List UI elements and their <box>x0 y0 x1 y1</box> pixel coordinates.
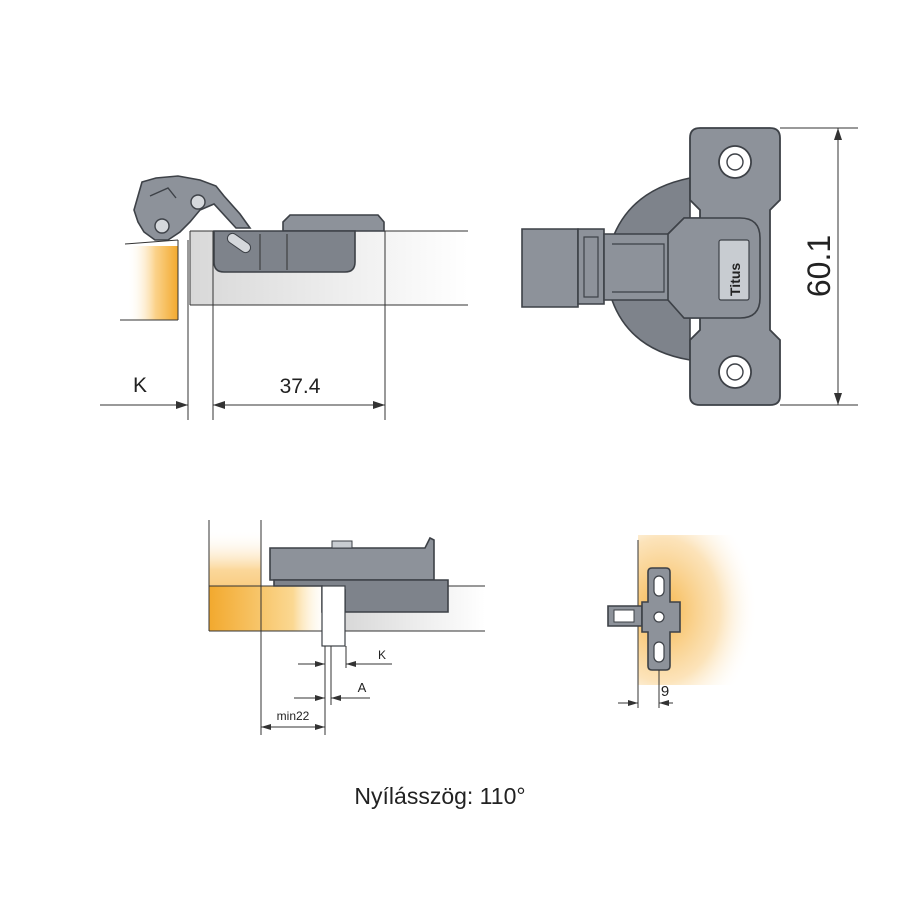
front-view: Titus 60.1 <box>521 127 858 406</box>
cabinet-side-panel <box>128 246 178 320</box>
section-min-label: min22 <box>277 709 310 723</box>
plate-offset-label: 9 <box>661 683 669 700</box>
hinge-plate <box>282 214 385 232</box>
section-a-label: A <box>358 680 367 695</box>
section-view: K A min22 <box>208 520 485 735</box>
brand-label: Titus <box>727 263 743 296</box>
dimension-height-label: 60.1 <box>801 235 837 297</box>
section-hinge-arm <box>269 536 435 581</box>
door-wood <box>209 586 329 631</box>
dimension-k-label: K <box>133 374 147 397</box>
brand-badge <box>718 239 750 301</box>
opening-angle-caption: Nyílásszög: 110° <box>354 783 525 809</box>
section-k-label: K <box>378 648 386 662</box>
hinge-arm-rail <box>521 228 579 308</box>
plate-view: 9 <box>607 535 758 708</box>
dimension-depth-label: 37.4 <box>280 375 321 398</box>
hinge-cup <box>213 230 356 273</box>
side-view: K 37.4 <box>100 175 468 420</box>
